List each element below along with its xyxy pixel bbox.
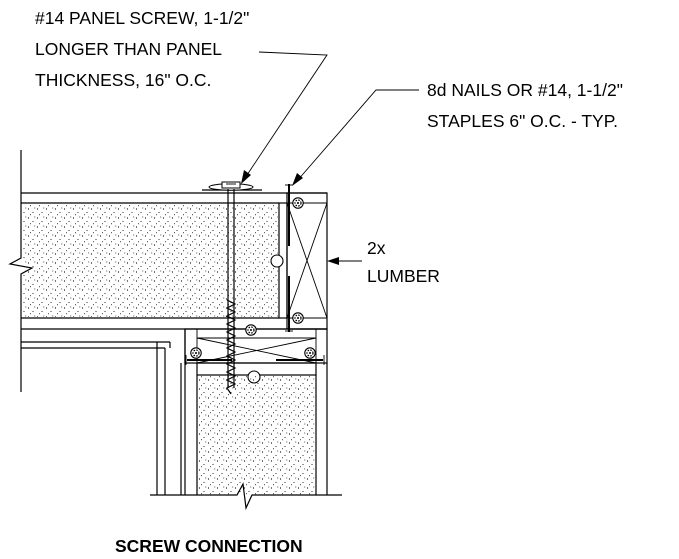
lumber-cross-b [286, 202, 328, 319]
diagram-title: SCREW CONNECTION [115, 536, 303, 556]
callout-nails-line1: 8d NAILS OR #14, 1-1/2" [427, 80, 623, 100]
nail-head-bottom [292, 312, 304, 324]
callout-screw-line1: #14 PANEL SCREW, 1-1/2" [35, 8, 249, 28]
staple-top [285, 184, 293, 246]
wall-top-plates [184, 324, 328, 384]
top-plate-cross-b [196, 337, 317, 364]
callout-lumber-line1: 2x [367, 238, 386, 258]
callout-screw-line2: LONGER THAN PANEL [35, 39, 222, 59]
break-line-left [8, 150, 34, 392]
callout-nails-line2: STAPLES 6" O.C. - TYP. [427, 111, 618, 131]
nail-head-plate-top [245, 324, 257, 336]
staple-bottom [285, 276, 293, 332]
screw-head-assembly [202, 181, 262, 191]
leader-screw-arrow [241, 170, 251, 184]
chase-hole [270, 254, 284, 268]
leader-nails [296, 89, 419, 182]
leader-lumber-arrow [327, 257, 339, 265]
nail-head-top [292, 197, 304, 209]
callout-screw-line3: THICKNESS, 16" O.C. [35, 70, 211, 90]
nail-head-plate-right [304, 347, 316, 359]
panel-foam-core [22, 204, 278, 317]
nail-head-plate-left [190, 347, 202, 359]
horizontal-panel [8, 150, 327, 392]
end-lumber [270, 184, 328, 332]
callout-lumber-line2: LUMBER [367, 266, 440, 286]
double-top-plate [184, 328, 328, 364]
leader-nails-arrow [292, 173, 303, 186]
vertical-wall-panel [150, 329, 342, 511]
leader-screw [246, 51, 328, 176]
break-line-bottom [150, 482, 342, 511]
leaders [241, 51, 419, 265]
wall-foam-core [198, 376, 315, 495]
